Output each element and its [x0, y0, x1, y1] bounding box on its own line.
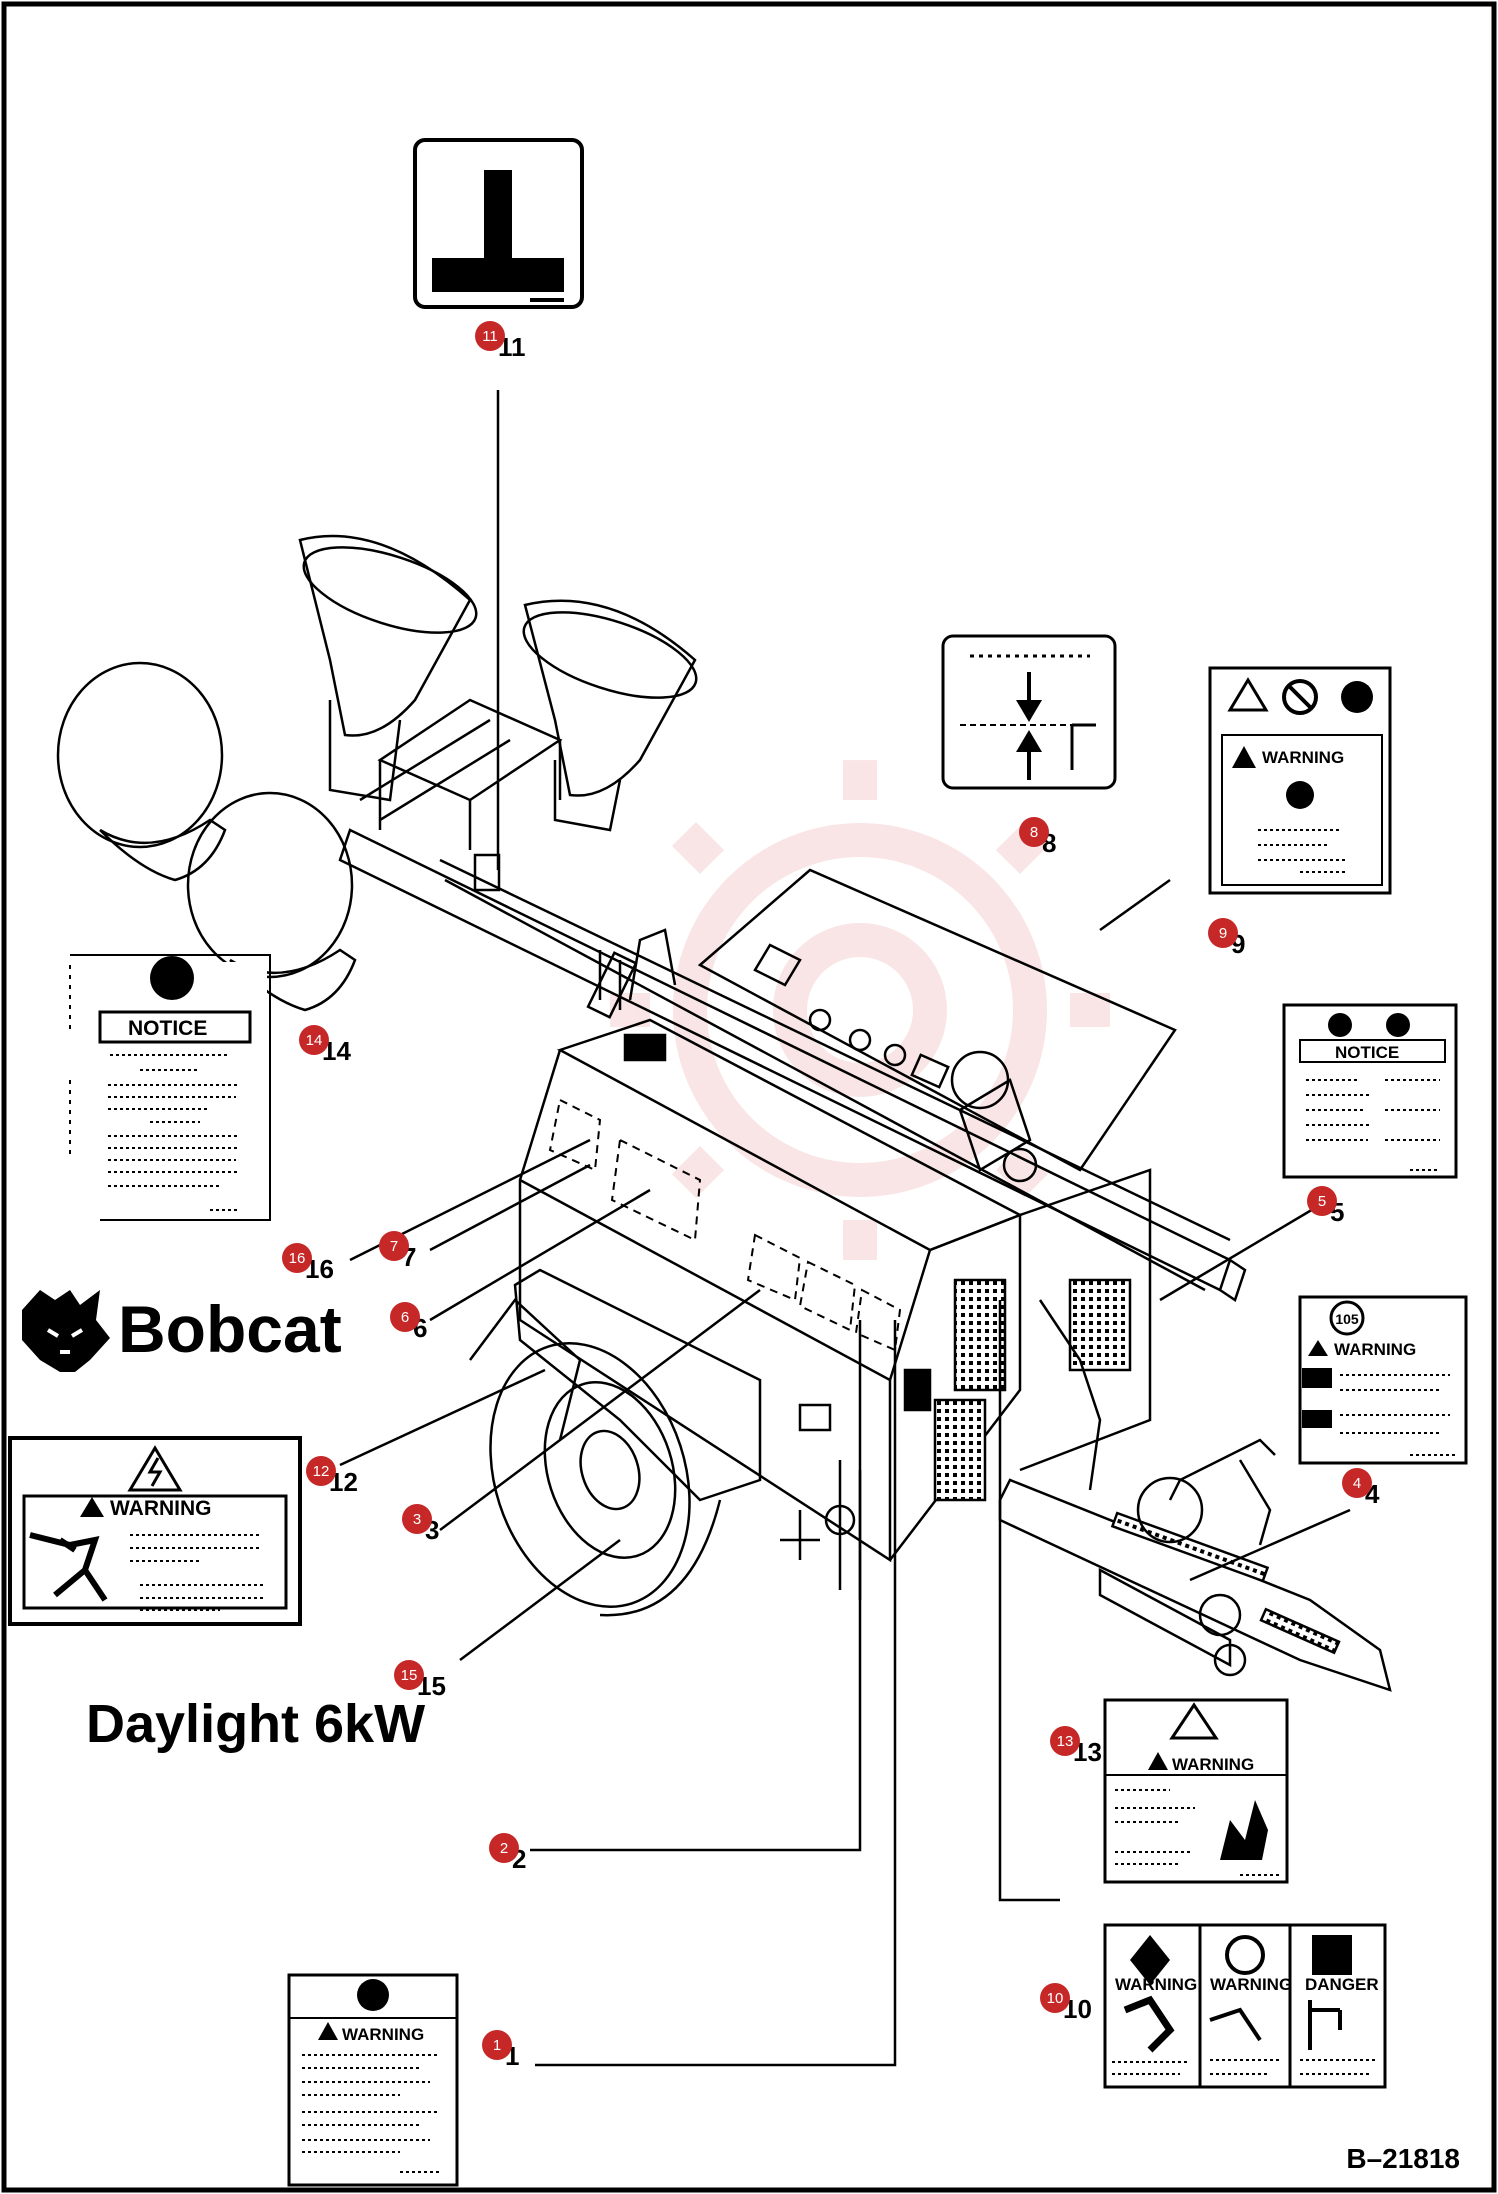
- decal-4-heading: WARNING: [1334, 1340, 1416, 1359]
- callout-label-6: 6: [401, 1309, 409, 1326]
- mast: [338, 828, 1247, 1302]
- mast-winch: [950, 1050, 1038, 1183]
- decal-10-panel-3: DANGER: [1305, 1975, 1379, 1994]
- decal-10-panel-2: WARNING: [1210, 1975, 1292, 1994]
- callout-marker-14: [299, 1025, 329, 1055]
- callout-label-10: 10: [1047, 1990, 1064, 2007]
- decal-11-level-symbol: [413, 138, 584, 309]
- generator-enclosure: [518, 1018, 1152, 1563]
- decal-9-heading: WARNING: [1262, 748, 1344, 767]
- hazard-triangle-icon: [1169, 1702, 1219, 1740]
- callout-label-3: 3: [413, 1511, 421, 1528]
- callout-marker-4: [1342, 1468, 1372, 1498]
- callout-label-8: 8: [1030, 824, 1038, 841]
- callout-label-16: 16: [289, 1250, 306, 1267]
- decal-10-panel-1: WARNING: [1115, 1975, 1197, 1994]
- light-tower-trailer-drawing: [56, 534, 1392, 1692]
- callout-marker-1: [482, 2030, 512, 2060]
- prohibition-icon: [1225, 1935, 1265, 1975]
- watermark-gear: [610, 760, 1110, 1260]
- decal-4-warning: 105 WARNING: [1298, 1295, 1468, 1465]
- callout-marker-2: [489, 1833, 519, 1863]
- fire-hazard-icon: [1220, 1800, 1268, 1860]
- brand-name: Bobcat: [118, 1292, 342, 1366]
- document-number: B–21818: [1346, 2143, 1460, 2174]
- callout-marker-16: [282, 1243, 312, 1273]
- callout-marker-7: [379, 1231, 409, 1261]
- decal-14-notice: NOTICE: [69, 954, 271, 1221]
- callout-label-5: 5: [1318, 1193, 1326, 1210]
- model-title: Daylight 6kW: [86, 1694, 425, 1754]
- decal-12-warning: WARNING: [8, 1436, 302, 1626]
- decal-9-warning: WARNING: [1208, 666, 1392, 895]
- lamp-frame: [359, 698, 563, 850]
- manual-icon: [357, 1979, 389, 2011]
- callout-label-2: 2: [500, 1840, 508, 1857]
- callout-marker-9: [1208, 918, 1238, 948]
- lamp-heads: [56, 534, 698, 1012]
- manual-icon: [1341, 681, 1373, 713]
- callout-marker-6: [390, 1302, 420, 1332]
- hazard-triangle-icon: [1227, 677, 1269, 712]
- sound-level-badge: [1329, 1300, 1365, 1336]
- electric-hazard-icon: [127, 1445, 183, 1492]
- decal-13-warning: WARNING: [1103, 1698, 1289, 1884]
- tow-bar: [998, 1438, 1392, 1692]
- decal-5-notice: NOTICE: [1282, 1003, 1458, 1179]
- decal-10-warning-danger: WARNING WARNING DANGER: [1103, 1923, 1387, 2089]
- callout-label-4: 4: [1353, 1475, 1361, 1492]
- decal-1-warning: WARNING: [287, 1973, 459, 2187]
- callout-marker-8: [1019, 817, 1049, 847]
- decal-13-heading: WARNING: [1172, 1755, 1254, 1774]
- tower-cover: [697, 868, 1177, 1172]
- manual-icon: [1386, 1013, 1410, 1037]
- decal-12-heading: WARNING: [110, 1497, 212, 1520]
- callout-label-12: 12: [313, 1463, 330, 1480]
- callout-label-13: 13: [1057, 1733, 1074, 1750]
- callout-marker-11: [475, 321, 505, 351]
- callout-label-14: 14: [306, 1032, 323, 1049]
- cable: [1038, 1299, 1102, 1491]
- decal-1-heading: WARNING: [342, 2025, 424, 2044]
- callout-marker-5: [1307, 1186, 1337, 1216]
- decal-14-heading: NOTICE: [128, 1017, 207, 1040]
- leveling-jack: [780, 1403, 862, 1600]
- callout-label-11: 11: [482, 328, 498, 345]
- callout-marker-12: [306, 1456, 336, 1486]
- bobcat-logo: Bobcat: [22, 1290, 342, 1372]
- prohibition-icon: [1328, 1013, 1352, 1037]
- leader-lines: [339, 390, 1351, 2067]
- callout-markers: 1122334455667788991010111112121313141415…: [282, 321, 1380, 2071]
- radiation-icon: [1286, 781, 1314, 809]
- prohibition-icon: [1282, 679, 1318, 715]
- callout-label-9: 9: [1219, 925, 1227, 942]
- decal-5-heading: NOTICE: [1335, 1043, 1399, 1062]
- callout-marker-3: [402, 1504, 432, 1534]
- callout-label-15: 15: [401, 1667, 418, 1684]
- callout-marker-13: [1050, 1726, 1080, 1756]
- electric-shock-figure-icon: [29, 1532, 108, 1602]
- wheel-and-fender: [469, 1268, 762, 1617]
- badge-value: 105: [1335, 1311, 1359, 1327]
- decal-8-clearance: [941, 634, 1117, 790]
- callout-label-7: 7: [390, 1238, 398, 1255]
- bobcat-head-icon: [22, 1290, 110, 1372]
- callout-marker-15: [394, 1660, 424, 1690]
- callout-label-1: 1: [493, 2037, 501, 2054]
- manual-icon: [150, 956, 194, 1000]
- callout-marker-10: [1040, 1983, 1070, 2013]
